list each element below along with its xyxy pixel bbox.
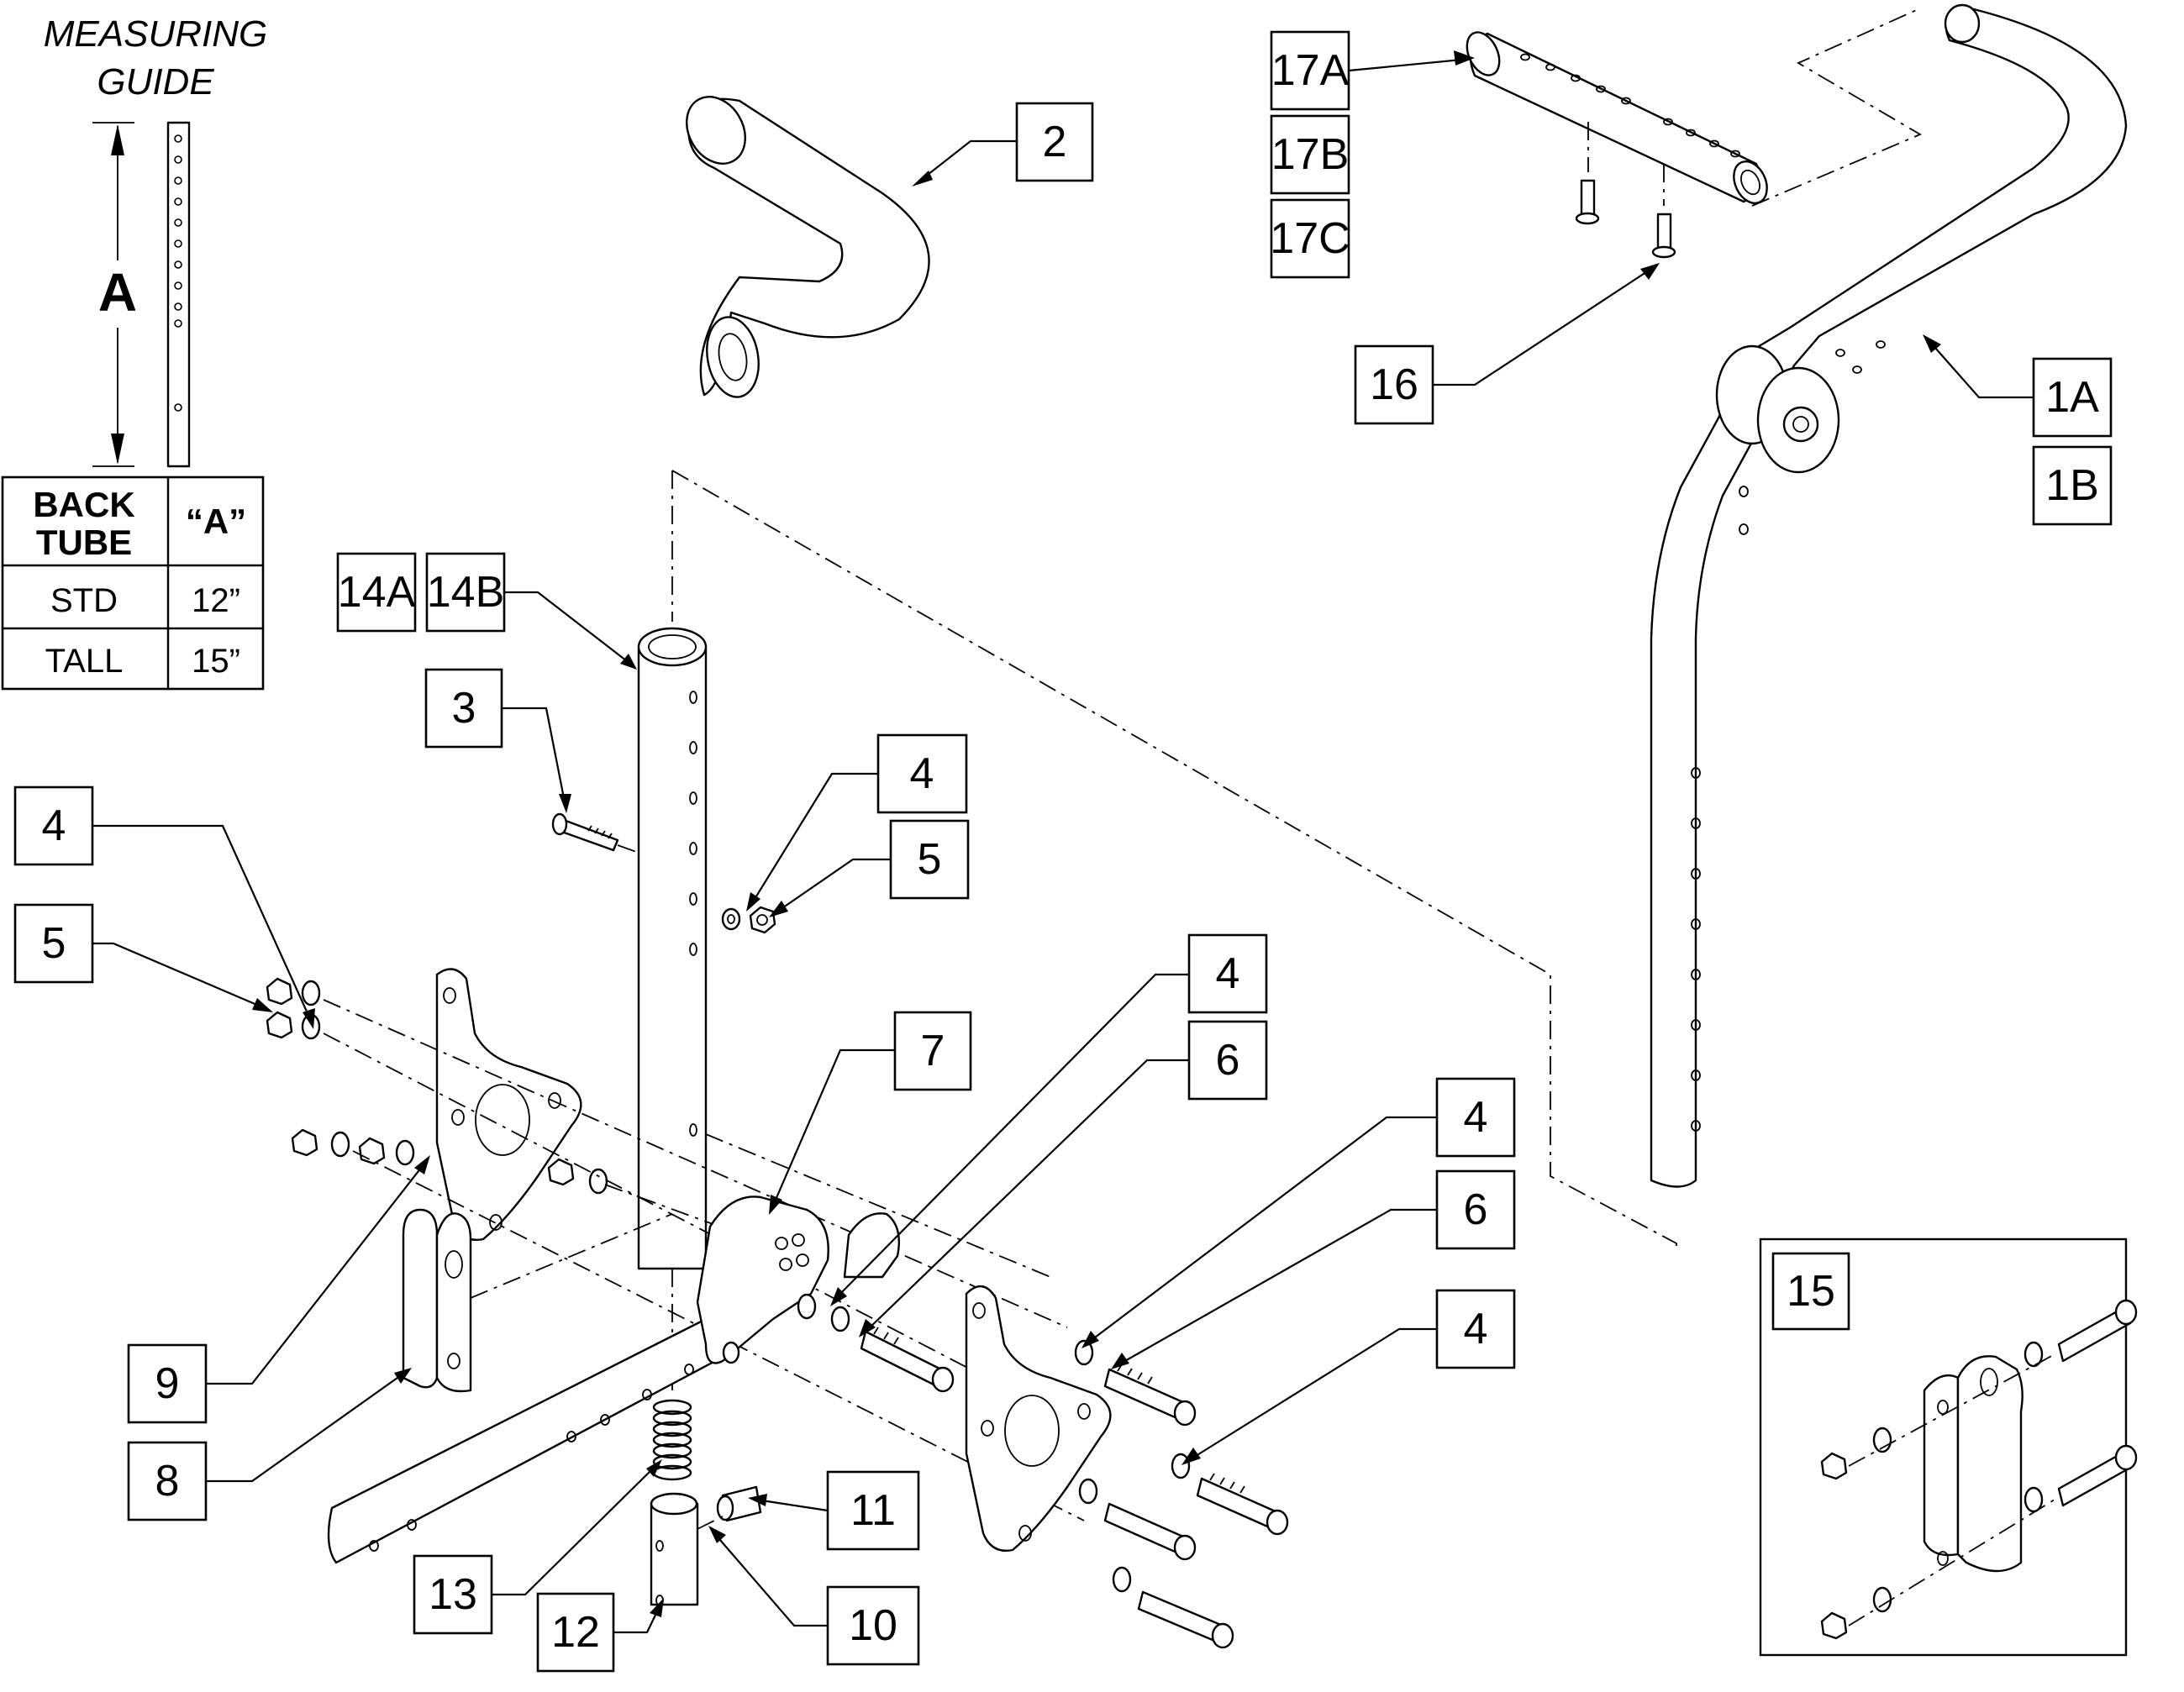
svg-text:5: 5	[42, 919, 66, 968]
callout-5-left: 5	[13, 903, 94, 984]
hinge-block	[696, 1195, 901, 1364]
back-tube-sketch	[166, 121, 191, 468]
guide-title-line2: GUIDE	[97, 61, 214, 102]
right-side-plate	[965, 1285, 1112, 1552]
plunger	[650, 1492, 699, 1606]
pivot-bracket	[402, 1208, 472, 1393]
callout-16: 16	[1354, 344, 1434, 425]
handle-extension-tube	[1466, 8, 1922, 259]
callout-7: 7	[893, 1011, 972, 1091]
svg-text:17C: 17C	[1270, 214, 1350, 263]
table-row-std-value: 12”	[192, 582, 240, 619]
callout-5-top: 5	[889, 819, 970, 900]
callout-4-mid: 4	[1187, 933, 1268, 1014]
callout-4-left: 4	[13, 786, 94, 866]
dimension-letter: A	[98, 262, 137, 323]
table-header-tube: TUBE	[36, 523, 132, 562]
leader-lines	[92, 50, 2034, 1634]
svg-text:5: 5	[918, 835, 942, 884]
svg-text:9: 9	[155, 1359, 180, 1408]
callout-11: 11	[826, 1470, 920, 1551]
back-cane	[1650, 3, 2128, 1188]
callout-14a: 14A	[336, 552, 417, 633]
dimension-arrow-down-icon	[111, 434, 124, 465]
svg-text:14A: 14A	[338, 568, 416, 617]
inset-15	[1759, 1237, 2138, 1657]
svg-text:7: 7	[921, 1027, 945, 1075]
callout-4-top: 4	[876, 733, 968, 814]
svg-text:1B: 1B	[2045, 461, 2099, 510]
callout-17a: 17A	[1270, 30, 1350, 111]
table-row-tall-label: TALL	[45, 643, 124, 680]
screw-3	[551, 812, 639, 854]
svg-text:8: 8	[155, 1457, 180, 1505]
measuring-guide: MEASURING GUIDE A BACK TUBE “A” STD 12”	[1, 13, 267, 691]
washer-nut-top	[721, 906, 776, 934]
table-row-std-label: STD	[50, 582, 118, 619]
svg-text:2: 2	[1043, 118, 1067, 166]
svg-text:1A: 1A	[2045, 373, 2099, 422]
table-row-tall-value: 15”	[192, 643, 240, 680]
callout-4-r1: 4	[1435, 1077, 1516, 1158]
callout-17c: 17C	[1270, 198, 1350, 279]
callout-1a: 1A	[2032, 357, 2113, 438]
callout-17b: 17B	[1270, 114, 1350, 195]
screw-16-right	[1651, 213, 1676, 259]
svg-text:16: 16	[1370, 360, 1418, 409]
callout-2: 2	[1015, 102, 1094, 182]
right-bolts	[797, 1293, 1289, 1649]
callout-10: 10	[826, 1585, 920, 1666]
callout-13: 13	[413, 1554, 493, 1635]
detent-pin	[697, 1485, 762, 1530]
callout-3: 3	[424, 668, 503, 749]
left-side-plate	[266, 968, 608, 1241]
left-alignment-lines	[323, 999, 1085, 1521]
svg-text:12: 12	[551, 1608, 600, 1657]
callout-1b: 1B	[2032, 445, 2113, 526]
svg-text:17B: 17B	[1271, 130, 1350, 179]
back-tube	[637, 627, 708, 1270]
callout-14b: 14B	[425, 552, 506, 633]
back-tube-table: BACK TUBE “A” STD 12” TALL 15”	[1, 476, 265, 691]
svg-text:15: 15	[1787, 1267, 1835, 1316]
callout-8: 8	[127, 1441, 208, 1521]
svg-text:4: 4	[1464, 1093, 1488, 1142]
table-header-back: BACK	[33, 485, 134, 524]
svg-text:4: 4	[910, 749, 934, 798]
svg-text:6: 6	[1216, 1036, 1240, 1085]
seat-rail	[327, 1309, 733, 1564]
svg-text:4: 4	[42, 801, 66, 850]
table-header-a: “A”	[186, 502, 246, 541]
callout-12: 12	[536, 1592, 615, 1673]
spring	[652, 1399, 692, 1481]
screw-16-left	[1575, 179, 1600, 225]
push-handle-grip	[686, 96, 930, 398]
guide-title-line1: MEASURING	[44, 13, 267, 55]
callout-6-r: 6	[1435, 1169, 1516, 1250]
svg-text:10: 10	[849, 1601, 897, 1650]
callout-boxes: 2 17A 17B 17C 16 1A 1B 14A 14B 3 4 5 4 5…	[13, 30, 2113, 1673]
callout-9: 9	[127, 1343, 208, 1424]
svg-text:13: 13	[429, 1570, 477, 1619]
dimension-arrow-up-icon	[111, 124, 124, 155]
callout-4-r2: 4	[1435, 1289, 1516, 1369]
svg-text:3: 3	[452, 684, 476, 733]
svg-text:11: 11	[850, 1486, 896, 1535]
svg-text:14B: 14B	[427, 568, 505, 617]
svg-text:17A: 17A	[1271, 46, 1350, 95]
callout-6-mid: 6	[1187, 1020, 1268, 1101]
svg-text:4: 4	[1216, 949, 1240, 998]
svg-text:6: 6	[1464, 1185, 1488, 1234]
callout-15: 15	[1771, 1252, 1850, 1331]
svg-text:4: 4	[1464, 1305, 1488, 1353]
